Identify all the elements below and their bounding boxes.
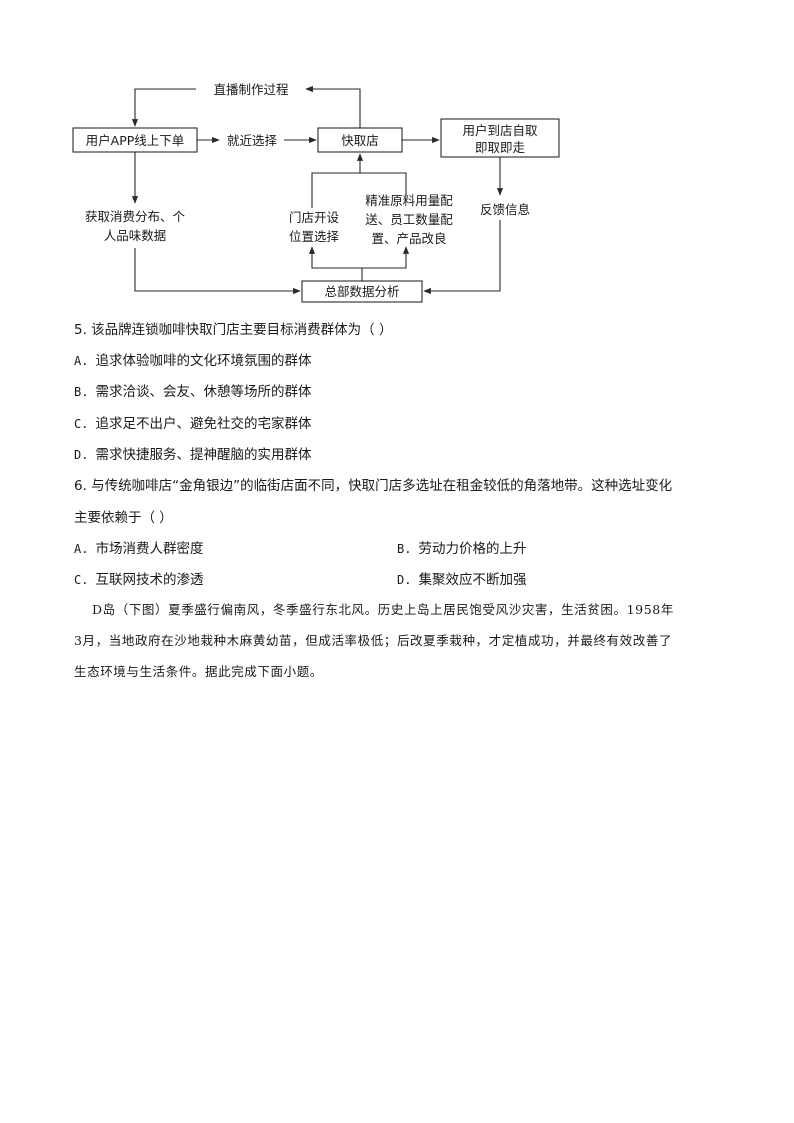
option-letter: D. [74,448,89,462]
question-5-stem: 5. 该品牌连锁咖啡快取门店主要目标消费群体为（ ） [74,322,393,338]
option-letter: C. [74,573,89,587]
hq-branch [308,246,363,281]
q5-option-d[interactable]: D. 需求快捷服务、提神醒脑的实用群体 [74,443,311,463]
option-letter: C. [74,417,89,431]
q6-option-b[interactable]: B. 劳动力价格的上升 [397,537,526,557]
option-letter: A. [74,542,89,556]
self-pickup-box [440,118,560,158]
option-text: 劳动力价格的上升 [418,541,527,557]
question-6-stem-line-1: 6. 与传统咖啡店“金角银边”的临街店面不同，快取门店多选址在租金较低的角落地带… [74,478,673,494]
arrow-live-to-order [131,88,196,127]
q5-option-b[interactable]: B. 需求洽谈、会友、休憩等场所的群体 [74,380,311,400]
passage-line-2: 3月，当地政府在沙地栽种木麻黄幼苗，但成活率极低；后改夏季栽种，才定植成功，并最… [74,633,673,648]
option-letter: A. [74,354,89,368]
option-text: 互联网技术的渗透 [95,572,204,588]
self-pickup-label-1: 用户到店自取 [462,123,538,138]
option-text: 需求洽谈、会友、休憩等场所的群体 [95,384,312,400]
q6-option-c[interactable]: C. 互联网技术的渗透 [74,568,203,588]
feedback-label: 反馈信息 [480,202,530,217]
option-text: 追求足不出户、避免社交的宅家群体 [95,416,312,432]
arrow-store-to-live [305,85,361,128]
live-production-label: 直播制作过程 [213,82,289,97]
nearby-label: 就近选择 [227,133,278,148]
consumption-label-1: 获取消费分布、个 [85,209,186,224]
q6-option-a[interactable]: A. 市场消费人群密度 [74,537,203,557]
option-text: 市场消费人群密度 [95,541,204,557]
passage-line-3: 生态环境与生活条件。据此完成下面小题。 [74,664,323,679]
order-label: 用户APP线上下单 [86,133,185,148]
q6-option-d[interactable]: D. 集聚效应不断加强 [397,568,526,588]
location-label-1: 门店开设 [289,210,340,225]
arrow-location-to-store [311,172,407,208]
option-text: 集聚效应不断加强 [418,572,527,588]
consumption-label-2: 人品味数据 [104,228,167,243]
q5-option-c[interactable]: C. 追求足不出户、避免社交的宅家群体 [74,412,311,432]
option-letter: D. [397,573,412,587]
passage-line-1: D岛（下图）夏季盛行偏南风，冬季盛行东北风。历史上岛上居民饱受风沙灾害，生活贫困… [92,602,674,617]
precision-label-3: 置、产品改良 [371,231,446,246]
arrow-feedback-to-hq [423,220,501,295]
option-text: 追求体验咖啡的文化环境氛围的群体 [95,353,312,369]
hq-label: 总部数据分析 [324,284,399,299]
option-letter: B. [397,542,412,556]
precision-label-2: 送、员工数量配 [365,212,453,227]
hq-branch-right [362,246,410,269]
option-letter: B. [74,385,89,399]
location-label-2: 位置选择 [289,229,340,244]
self-pickup-label-2: 即取即走 [475,140,526,155]
arrow-consumption-to-hq [134,248,301,295]
question-6-stem-line-2: 主要依赖于（ ） [74,510,173,526]
pickup-store-label: 快取店 [341,133,379,148]
precision-label-1: 精准原料用量配 [365,193,453,208]
flow-diagram: 直播制作过程 用户APP线上下单 就近选择 快取店 用户到店自取 即取即走 获取… [72,82,560,303]
q5-option-a[interactable]: A. 追求体验咖啡的文化环境氛围的群体 [74,349,311,369]
pickup-store-box [317,127,403,153]
order-box [72,127,198,153]
option-text: 需求快捷服务、提神醒脑的实用群体 [95,447,312,463]
